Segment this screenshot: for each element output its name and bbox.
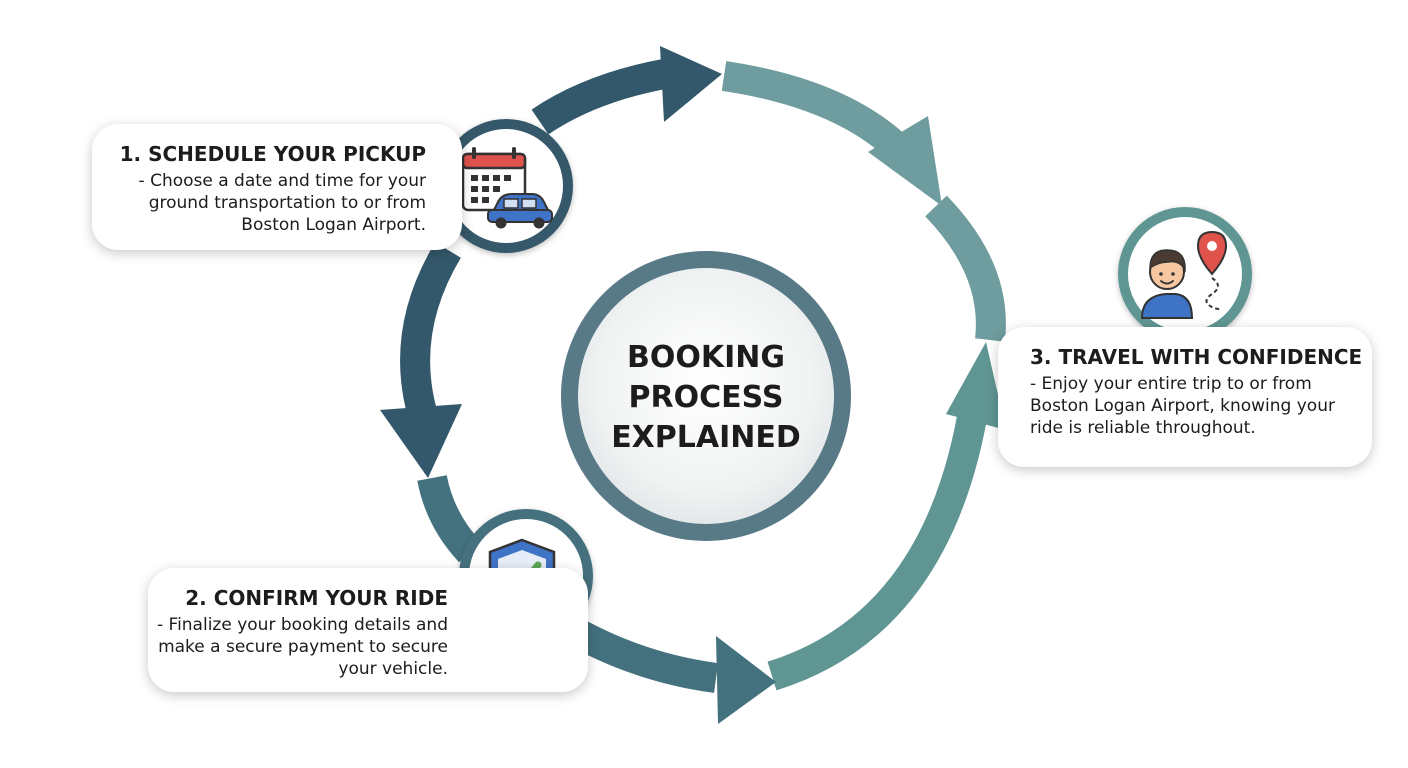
cycle-arrowhead-up <box>946 342 1006 430</box>
calendar-car-icon <box>439 119 573 253</box>
cycle-arc-right-lower <box>925 195 1006 342</box>
cycle-arrowhead-down <box>380 404 462 478</box>
step-title: 2. CONFIRM YOUR RIDE <box>185 586 448 610</box>
cycle-arrowhead-right <box>868 116 942 206</box>
step-description: - Enjoy your entire trip to or from Bost… <box>1030 374 1335 438</box>
cycle-arrowhead-top <box>660 46 722 122</box>
cycle-arrowhead-bottom <box>716 636 776 724</box>
cycle-arc-bottom-right <box>767 397 990 691</box>
step-card-confirm-ride: 2. CONFIRM YOUR RIDE - Finalize your boo… <box>148 568 588 692</box>
cycle-arc-left <box>400 242 461 416</box>
center-circle <box>578 268 834 524</box>
cycle-arc-bottom <box>564 616 719 693</box>
step-title: 1. SCHEDULE YOUR PICKUP <box>119 142 426 166</box>
step-card-schedule-pickup: 1. SCHEDULE YOUR PICKUP - Choose a date … <box>92 124 462 250</box>
step-description: - Finalize your booking details and make… <box>156 615 448 679</box>
cycle-arc-lower-left <box>417 474 482 563</box>
traveler-location-icon <box>1118 207 1252 341</box>
step-description: - Choose a date and time for your ground… <box>138 171 426 235</box>
step-title: 3. TRAVEL WITH CONFIDENCE <box>1030 345 1363 369</box>
cycle-arc-top <box>531 59 667 135</box>
step-card-travel-confidence: 3. TRAVEL WITH CONFIDENCE - Enjoy your e… <box>998 327 1372 467</box>
center-title: BOOKING PROCESS EXPLAINED <box>611 340 801 455</box>
